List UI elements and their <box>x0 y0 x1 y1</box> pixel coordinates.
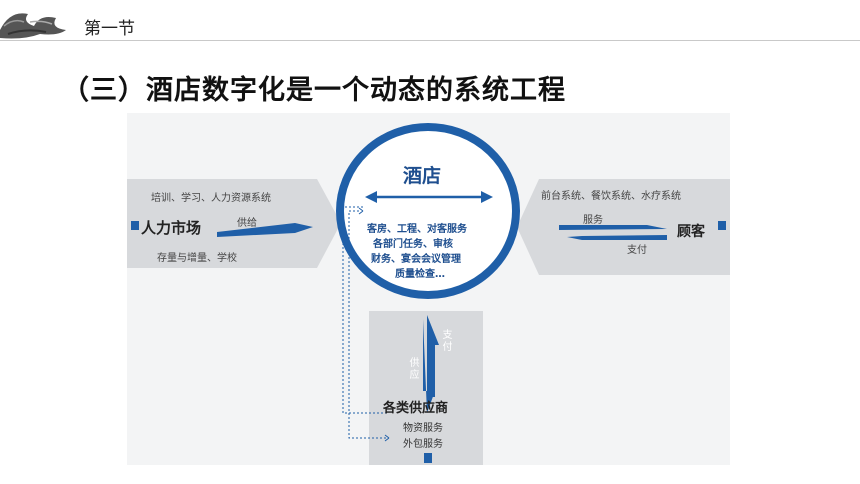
left-bottom-note: 存量与增量、学校 <box>157 253 237 264</box>
supply-arrow-icon <box>217 223 313 237</box>
dotted-connector-material <box>342 206 389 414</box>
service-label: 服务 <box>583 215 603 226</box>
human-resource-market-label: 人力市场 <box>141 219 202 237</box>
suppliers-label: 各类供应商 <box>383 401 449 416</box>
hotel-circle <box>336 123 520 299</box>
hotel-service-line-2: 各部门任务、审核 <box>373 239 453 250</box>
supply-up-arrow-icon <box>427 315 439 397</box>
hotel-service-line-4: 质量检查… <box>395 269 445 280</box>
pay-arrow-icon <box>567 235 667 240</box>
left-top-note: 培训、学习、人力资源系统 <box>151 193 271 204</box>
dotted-connector-outsource <box>348 210 389 439</box>
section-label: 第一节 <box>84 19 135 39</box>
bottom-marker <box>424 453 432 463</box>
header-rule <box>0 40 860 41</box>
supplier-item-outsource: 外包服务 <box>403 439 443 450</box>
pay-down-arrow-icon <box>423 319 435 413</box>
system-diagram: 酒店 客房、工程、对客服务 各部门任务、审核 财务、宴会会议管理 质量检查… 培… <box>127 113 730 465</box>
right-top-note: 前台系统、餐饮系统、水疗系统 <box>541 191 681 202</box>
ink-leaf-decoration-icon <box>0 13 66 39</box>
diagram-graphics <box>127 123 730 465</box>
service-arrow-icon <box>559 225 667 230</box>
pay-vertical-label: 支付 <box>440 329 451 353</box>
supply-vertical-label: 供应 <box>407 357 418 381</box>
hotel-service-line-1: 客房、工程、对客服务 <box>367 224 467 235</box>
hotel-label: 酒店 <box>403 165 442 187</box>
right-marker <box>718 221 726 230</box>
customer-label: 顾客 <box>677 224 705 240</box>
left-panel <box>127 179 341 268</box>
supplier-item-material: 物资服务 <box>403 423 443 434</box>
page-title: （三）酒店数字化是一个动态的系统工程 <box>62 75 566 106</box>
left-marker <box>131 221 139 230</box>
pay-label: 支付 <box>627 245 647 256</box>
hotel-service-line-3: 财务、宴会会议管理 <box>371 254 461 265</box>
header-band <box>0 0 860 42</box>
supply-label: 供给 <box>237 218 257 229</box>
